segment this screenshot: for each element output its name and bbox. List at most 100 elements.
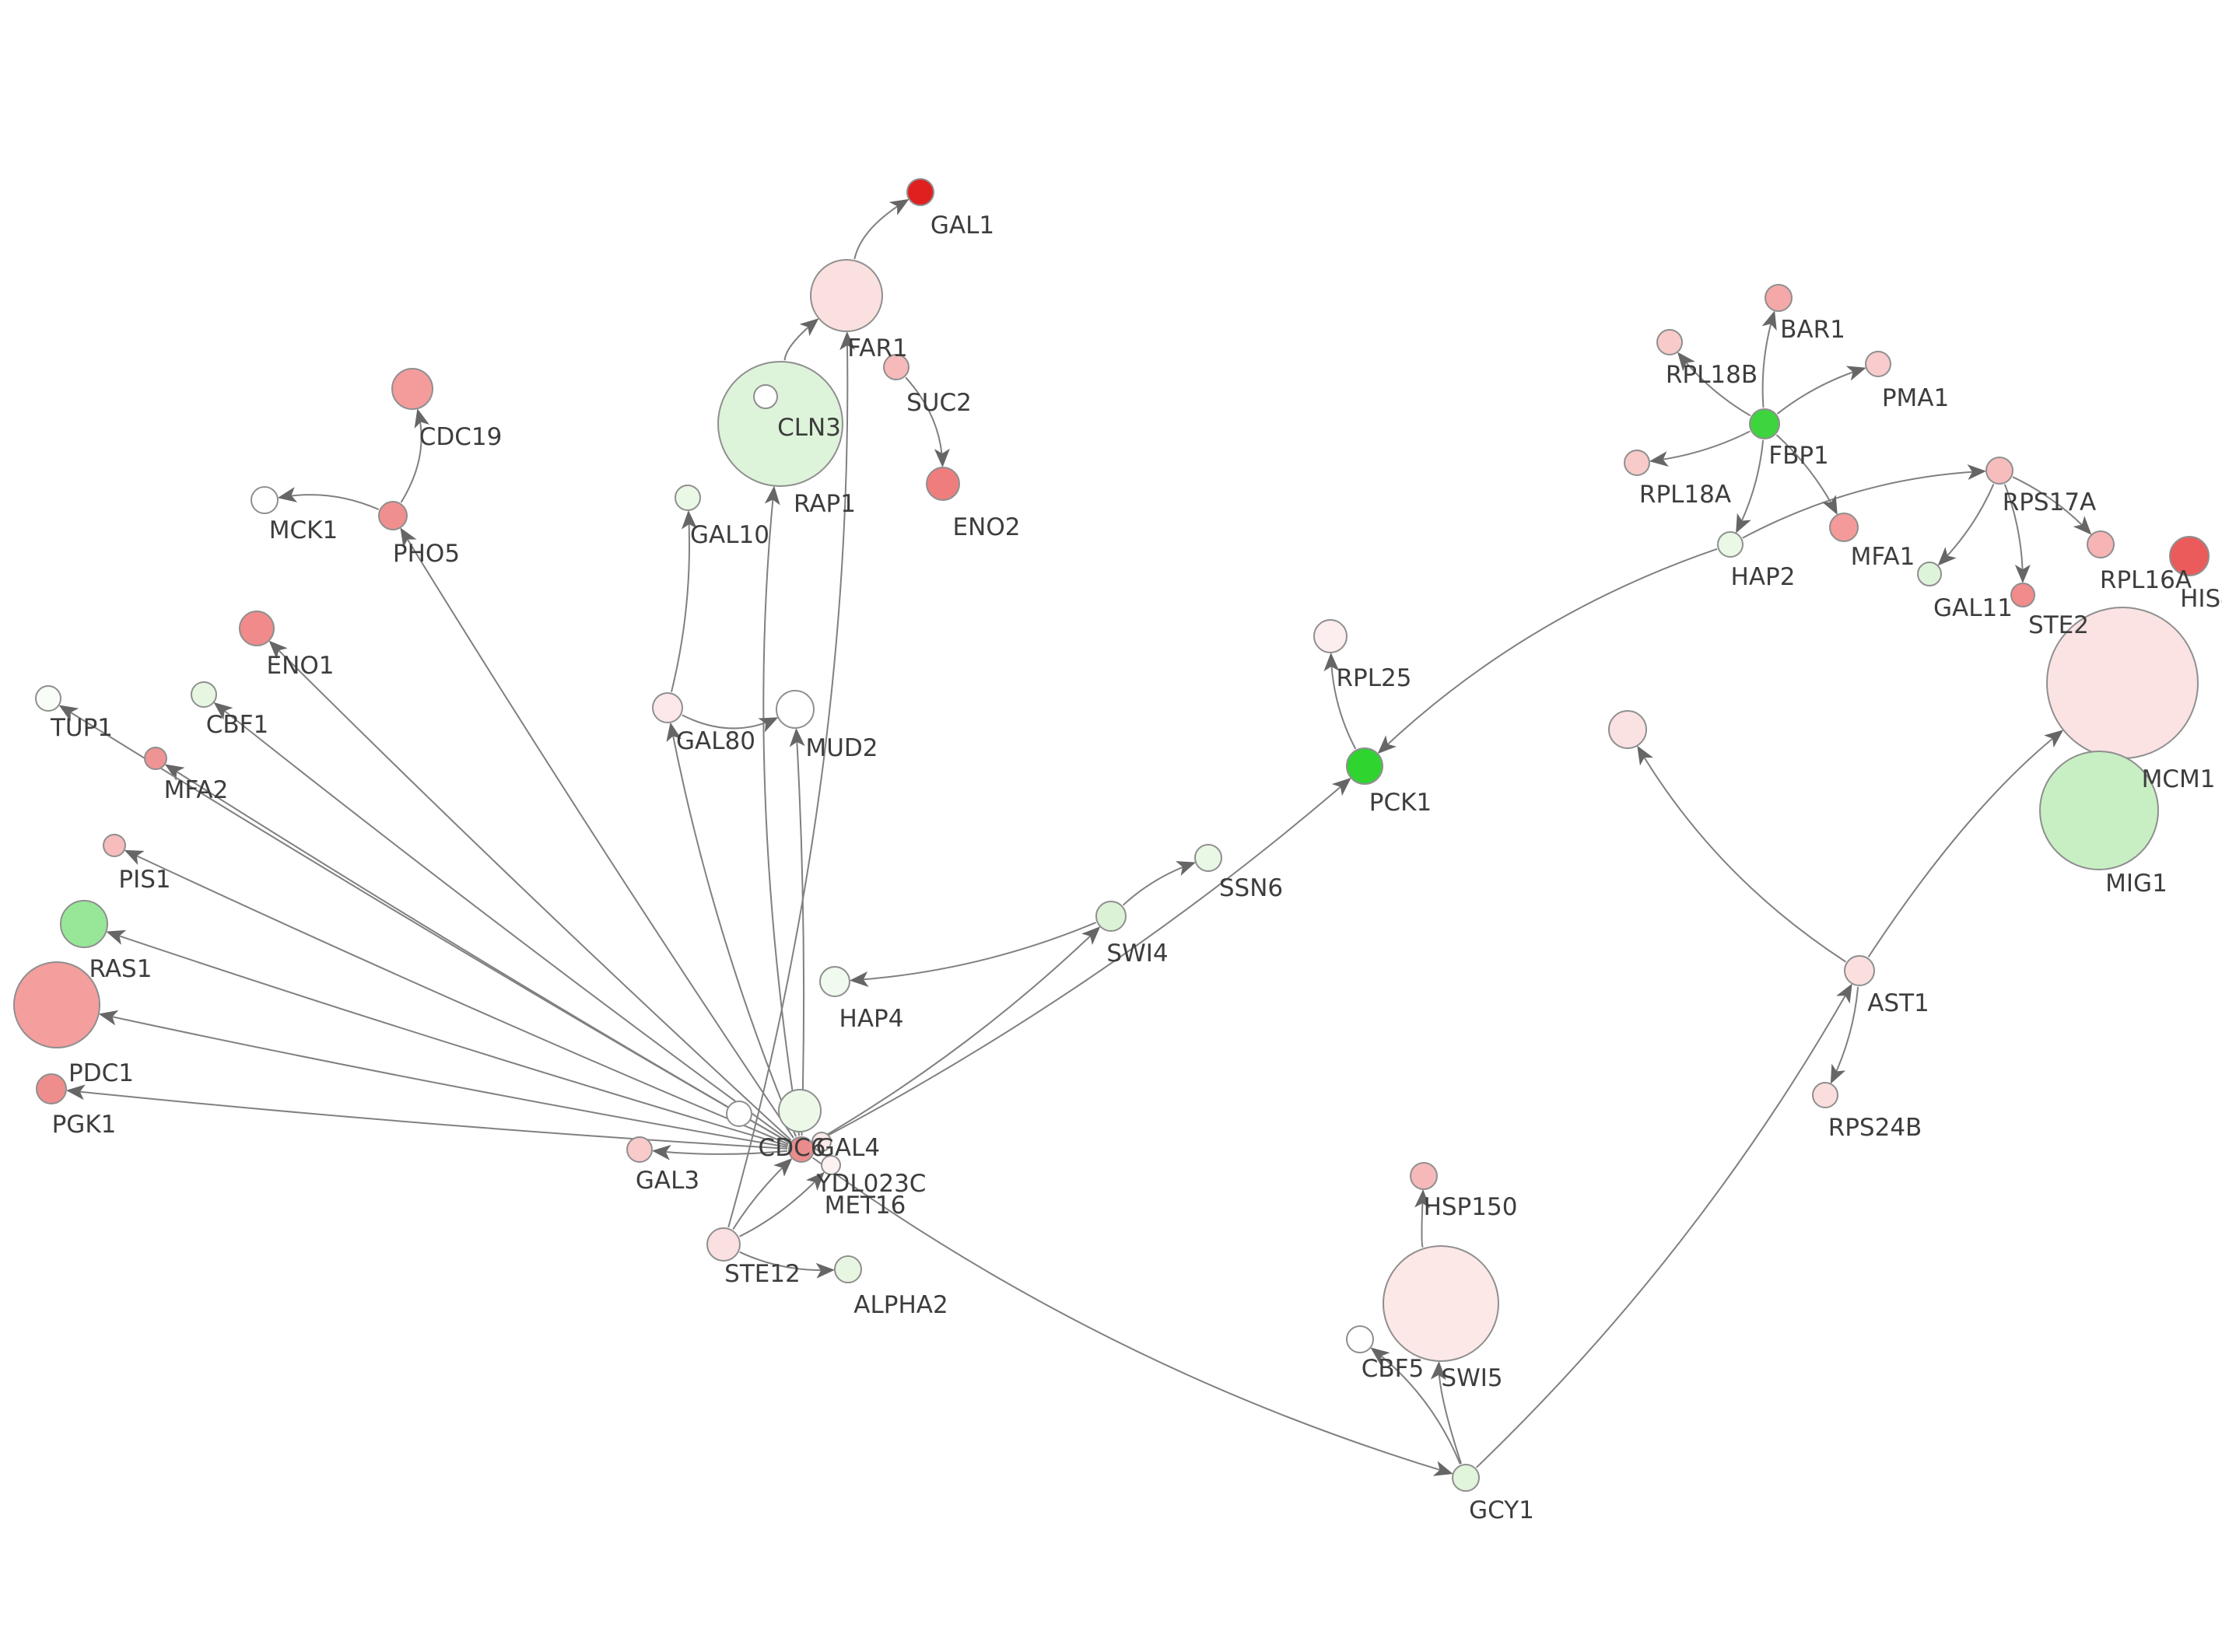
node-ras1[interactable]: [60, 900, 108, 948]
edge-gcy1-swi5[interactable]: [1430, 1361, 1463, 1465]
edge-gal4-cln3[interactable]: [762, 485, 801, 1136]
edge-rps17a-rpl16a[interactable]: [2012, 476, 2092, 535]
node-ssn6[interactable]: [1194, 844, 1222, 872]
edge-gal4-pis1[interactable]: [124, 849, 789, 1146]
node-ast1[interactable]: [1844, 955, 1875, 986]
edge-swi5-hsp150[interactable]: [1414, 1189, 1431, 1248]
edge-gal80-mud2[interactable]: [682, 714, 779, 733]
node-gal11[interactable]: [1917, 562, 1942, 586]
edge-fbp1-pma1[interactable]: [1776, 366, 1866, 415]
edge-hap2-pck1[interactable]: [1377, 548, 1718, 754]
node-pho5[interactable]: [378, 501, 408, 530]
node-hap2[interactable]: [1717, 531, 1744, 558]
node-rap1[interactable]: [753, 384, 778, 409]
node-mck1[interactable]: [251, 486, 279, 514]
edge-gal4-gal80[interactable]: [666, 722, 797, 1137]
node-rps17a[interactable]: [1985, 457, 2013, 485]
edge-gal4-pho5[interactable]: [400, 527, 794, 1139]
edge-swi4-ssn6[interactable]: [1122, 861, 1196, 906]
node-hsp150[interactable]: [1410, 1162, 1438, 1190]
node-rpl25[interactable]: [1313, 619, 1348, 653]
edge-suc2-eno2[interactable]: [905, 376, 950, 467]
edge-pho5-mck1[interactable]: [277, 487, 380, 510]
edge-far1-gal1[interactable]: [853, 198, 909, 260]
edge-gal4-gal3[interactable]: [651, 1144, 788, 1160]
node-far1[interactable]: [810, 259, 883, 332]
node-bar1[interactable]: [1765, 284, 1793, 312]
node-gal1[interactable]: [906, 178, 934, 206]
node-ydl023c[interactable]: [811, 1132, 832, 1152]
node-unlabeled-unk2[interactable]: [726, 1101, 752, 1127]
node-gcy1[interactable]: [1452, 1464, 1480, 1492]
node-ste2[interactable]: [2010, 583, 2035, 607]
edge-ast1-rps24b[interactable]: [1830, 986, 1859, 1084]
edge-gcy1-ast1[interactable]: [1476, 983, 1852, 1468]
node-pgk1[interactable]: [36, 1073, 67, 1104]
edge-gcy1-cbf5[interactable]: [1370, 1347, 1461, 1465]
edge-gal4-gcy1[interactable]: [812, 1157, 1453, 1476]
node-gal3[interactable]: [626, 1136, 653, 1163]
node-gal10[interactable]: [675, 485, 701, 511]
node-gal4[interactable]: [788, 1136, 815, 1163]
node-suc2[interactable]: [883, 354, 909, 380]
node-hap4[interactable]: [819, 966, 850, 997]
node-swi4[interactable]: [1095, 901, 1127, 932]
edge-gal4-mud2[interactable]: [789, 728, 805, 1136]
edge-gal4-cbf1[interactable]: [213, 702, 791, 1143]
node-mig1[interactable]: [2039, 751, 2159, 870]
node-pis1[interactable]: [103, 834, 126, 857]
edge-fbp1-rpl18a[interactable]: [1649, 430, 1751, 467]
edge-gal4-pck1[interactable]: [813, 777, 1351, 1144]
node-cln3[interactable]: [717, 361, 843, 487]
node-met16[interactable]: [821, 1155, 841, 1175]
node-cbf1[interactable]: [191, 681, 217, 708]
edge-cln3-far1[interactable]: [783, 318, 819, 361]
edge-fbp1-mfa1[interactable]: [1775, 434, 1838, 516]
node-rpl18b[interactable]: [1656, 329, 1683, 355]
edge-ste12-met16[interactable]: [739, 1171, 825, 1237]
node-tup1[interactable]: [35, 685, 61, 712]
node-cbf5[interactable]: [1346, 1325, 1374, 1353]
edge-ste12-far1[interactable]: [727, 331, 856, 1228]
edge-hap2-rps17a[interactable]: [1742, 464, 1986, 539]
node-swi5[interactable]: [1383, 1245, 1499, 1362]
node-rpl18a[interactable]: [1624, 450, 1650, 476]
edge-ast1-unk1[interactable]: [1637, 745, 1846, 963]
node-mfa1[interactable]: [1829, 513, 1859, 542]
node-gal80[interactable]: [652, 692, 683, 723]
edge-gal4-pgk1[interactable]: [65, 1084, 788, 1150]
edge-rps17a-gal11[interactable]: [1937, 484, 1995, 566]
node-pdc1[interactable]: [13, 961, 100, 1048]
node-cdc6[interactable]: [778, 1089, 822, 1132]
edge-gal4-eno1[interactable]: [268, 640, 792, 1141]
edge-gal4-swi4[interactable]: [813, 926, 1101, 1143]
edge-gal4-ras1[interactable]: [106, 929, 788, 1146]
node-his4[interactable]: [2169, 536, 2210, 576]
edge-fbp1-rpl18b[interactable]: [1677, 352, 1751, 417]
edge-pho5-cdc19[interactable]: [400, 408, 430, 503]
edge-fbp1-bar1[interactable]: [1761, 310, 1777, 408]
edge-gal4-pdc1[interactable]: [98, 1010, 788, 1148]
node-rps24b[interactable]: [1812, 1082, 1838, 1108]
node-mcm1[interactable]: [2046, 607, 2199, 759]
edge-swi4-hap4[interactable]: [849, 922, 1096, 987]
node-mfa2[interactable]: [144, 747, 167, 770]
edge-rps17a-ste2[interactable]: [2003, 484, 2031, 583]
edge-gal4-tup1[interactable]: [58, 705, 790, 1143]
node-ste12[interactable]: [706, 1227, 741, 1262]
edge-gal4-mfa2[interactable]: [164, 764, 790, 1143]
node-eno1[interactable]: [239, 611, 275, 646]
edge-gal80-gal10[interactable]: [671, 510, 697, 692]
edge-ste12-alpha2[interactable]: [739, 1251, 835, 1279]
node-rpl16a[interactable]: [2087, 530, 2115, 558]
node-unlabeled-unk1[interactable]: [1608, 710, 1647, 749]
node-mud2[interactable]: [776, 690, 815, 729]
edge-ste12-gal4[interactable]: [732, 1158, 793, 1230]
node-pck1[interactable]: [1346, 747, 1383, 785]
node-alpha2[interactable]: [834, 1255, 862, 1283]
edge-fbp1-hap2[interactable]: [1736, 439, 1765, 534]
edge-ast1-mcm1[interactable]: [1867, 730, 2064, 958]
node-cdc19[interactable]: [391, 368, 433, 410]
